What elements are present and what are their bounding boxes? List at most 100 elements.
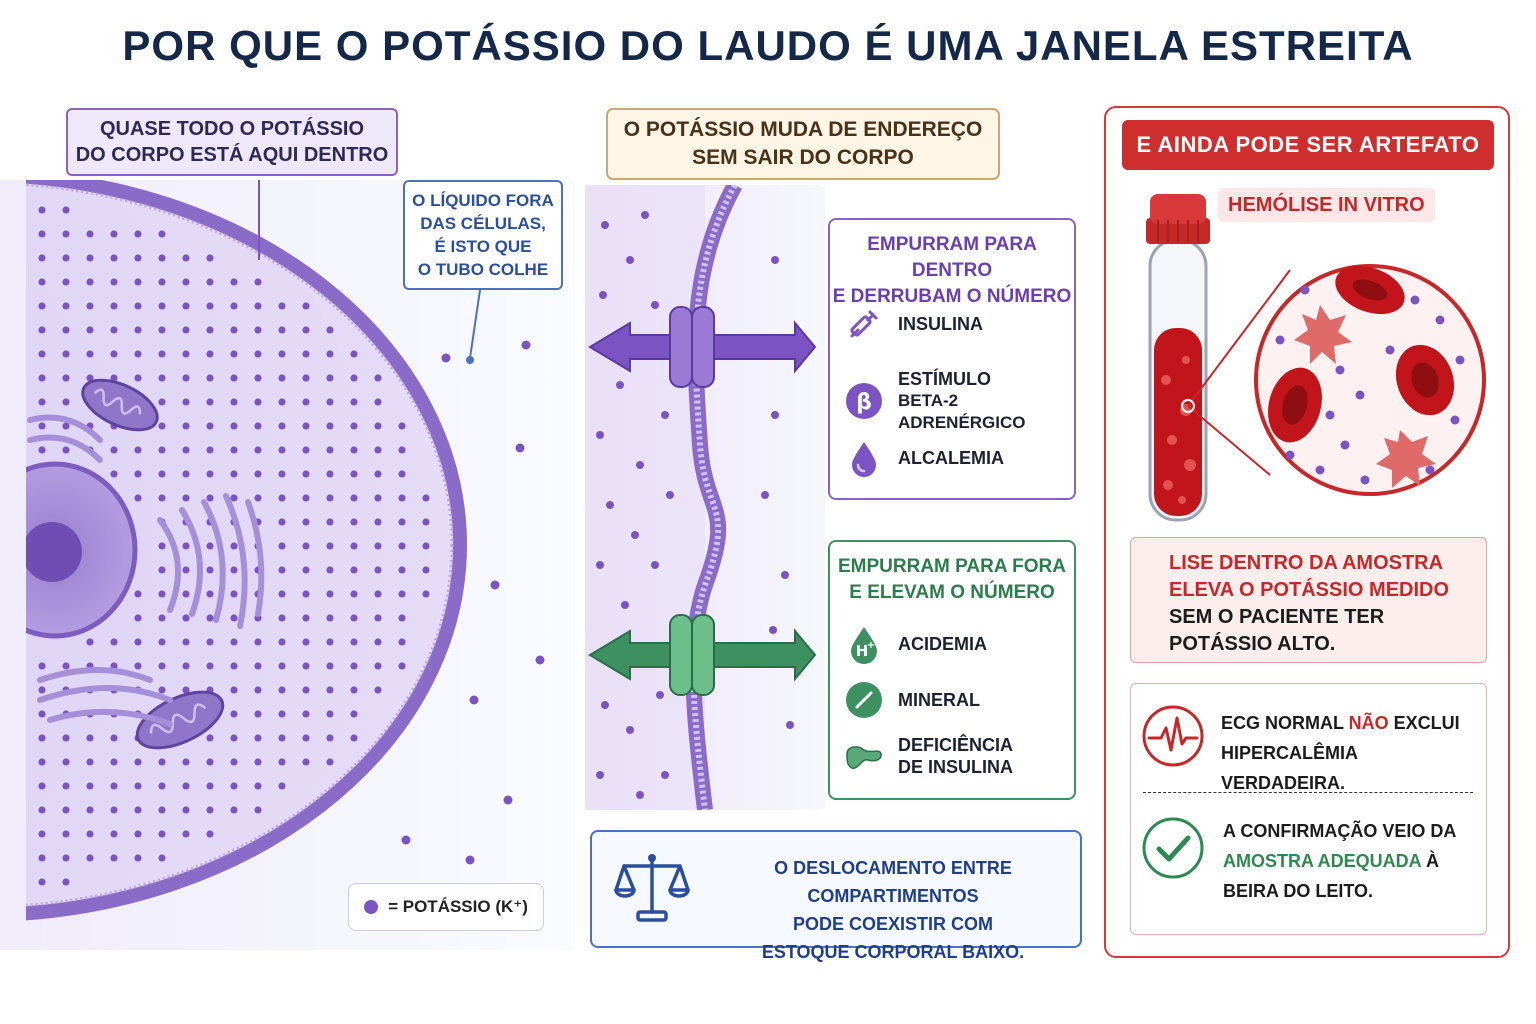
potassium-dot: [158, 614, 166, 622]
potassium-dot: [182, 446, 190, 454]
potassium-dot: [278, 350, 286, 358]
potassium-dot: [38, 302, 46, 310]
potassium-dot: [134, 374, 142, 382]
potassium-dot: [302, 590, 310, 598]
potassium-dot: [182, 302, 190, 310]
intracellular-label-line2: DO CORPO ESTÁ AQUI DENTRO: [75, 144, 389, 166]
potassium-dot: [182, 494, 190, 502]
potassium-dot: [110, 470, 118, 478]
potassium-dot: [158, 446, 166, 454]
potassium-dot: [326, 350, 334, 358]
inward-item-sublabel: BETA-2 ADRENÉRGICO: [898, 391, 1026, 432]
potassium-dot: [158, 398, 166, 406]
inward-item-label: INSULINA: [898, 314, 983, 334]
potassium-dot: [158, 806, 166, 814]
potassium-dot: [38, 710, 46, 718]
mineral-icon: [846, 682, 882, 718]
potassium-dot: [86, 758, 94, 766]
potassium-dot: [134, 782, 142, 790]
potassium-dot: [182, 254, 190, 262]
potassium-dot: [302, 662, 310, 670]
potassium-dot: [206, 350, 214, 358]
potassium-dot: [38, 806, 46, 814]
potassium-dot: [374, 470, 382, 478]
red-blood-cell: [1335, 265, 1405, 315]
potassium-dot: [422, 590, 430, 598]
potassium-dot: [182, 782, 190, 790]
blood-tube-icon: [1146, 194, 1210, 522]
potassium-dot: [182, 350, 190, 358]
potassium-dot: [278, 518, 286, 526]
potassium-dot: [350, 398, 358, 406]
potassium-dot: [62, 398, 70, 406]
potassium-dot: [206, 278, 214, 286]
potassium-dot: [38, 854, 46, 862]
red-blood-cell: [1268, 367, 1322, 443]
potassium-dot: [38, 230, 46, 238]
potassium-dot: [134, 494, 142, 502]
potassium-dot: [278, 446, 286, 454]
potassium-dot: [278, 542, 286, 550]
shift-header-line1: O POTÁSSIO MUDA DE ENDEREÇO: [623, 118, 983, 141]
potassium-dot: [206, 566, 214, 574]
endoplasmic-reticulum: [27, 414, 265, 727]
potassium-dot: [158, 326, 166, 334]
potassium-dot: [182, 686, 190, 694]
potassium-dot: [422, 542, 430, 550]
potassium-dot: [38, 830, 46, 838]
potassium-dot: [206, 326, 214, 334]
potassium-dot: [134, 662, 142, 670]
inward-title-line2: E DERRUBAM O NÚMERO: [832, 286, 1072, 307]
check-icon: [1142, 817, 1204, 879]
potassium-dot: [182, 830, 190, 838]
potassium-dot: [350, 350, 358, 358]
potassium-dot: [158, 686, 166, 694]
potassium-dot: [278, 662, 286, 670]
potassium-dot: [326, 662, 334, 670]
potassium-dot: [182, 326, 190, 334]
potassium-dot: [158, 494, 166, 502]
potassium-dot: [182, 422, 190, 430]
potassium-dot: [134, 638, 142, 646]
potassium-dot: [230, 590, 238, 598]
potassium-dot: [158, 638, 166, 646]
potassium-dot: [398, 470, 406, 478]
shift-header-line2: SEM SAIR DO CORPO: [692, 146, 914, 169]
potassium-dot: [350, 542, 358, 550]
potassium-dot: [62, 302, 70, 310]
potassium-dot: [374, 446, 382, 454]
extracellular-label-line1: O LÍQUIDO FORA: [412, 191, 554, 210]
mitochondrion-top: [81, 378, 159, 432]
potassium-dot: [278, 686, 286, 694]
potassium-dot: [62, 422, 70, 430]
potassium-dot: [206, 830, 214, 838]
inward-shift-box: EMPURRAM PARA DENTRO E DERRUBAM O NÚMERO…: [828, 218, 1076, 500]
inward-item-label: ALCALEMIA: [898, 448, 1004, 468]
balance-note-box: O DESLOCAMENTO ENTRE COMPARTIMENTOS PODE…: [590, 830, 1082, 962]
ecg-text-pre: ECG NORMAL: [1221, 713, 1349, 733]
outward-title-line2: E ELEVAM O NÚMERO: [849, 582, 1055, 603]
potassium-dot: [326, 326, 334, 334]
inward-item-alkalemia: ALCALEMIA: [844, 438, 1004, 478]
potassium-dot: [134, 278, 142, 286]
potassium-dot: [134, 326, 142, 334]
potassium-dot: [38, 254, 46, 262]
potassium-dot: [158, 830, 166, 838]
potassium-dot: [254, 446, 262, 454]
potassium-dot: [302, 638, 310, 646]
potassium-dot: [230, 614, 238, 622]
potassium-dot: [350, 518, 358, 526]
potassium-dot: [134, 230, 142, 238]
potassium-dot: [350, 710, 358, 718]
legend-text: = POTÁSSIO (K⁺): [388, 897, 528, 916]
potassium-dot: [62, 854, 70, 862]
potassium-dot: [326, 398, 334, 406]
potassium-dot: [326, 734, 334, 742]
potassium-dot: [86, 326, 94, 334]
dashed-divider: [1143, 792, 1473, 793]
membrane-potassium-dots: [596, 211, 794, 799]
potassium-dot: [158, 374, 166, 382]
potassium-dot: [158, 590, 166, 598]
potassium-dot: [110, 254, 118, 262]
balance-scale-icon: [614, 854, 690, 922]
